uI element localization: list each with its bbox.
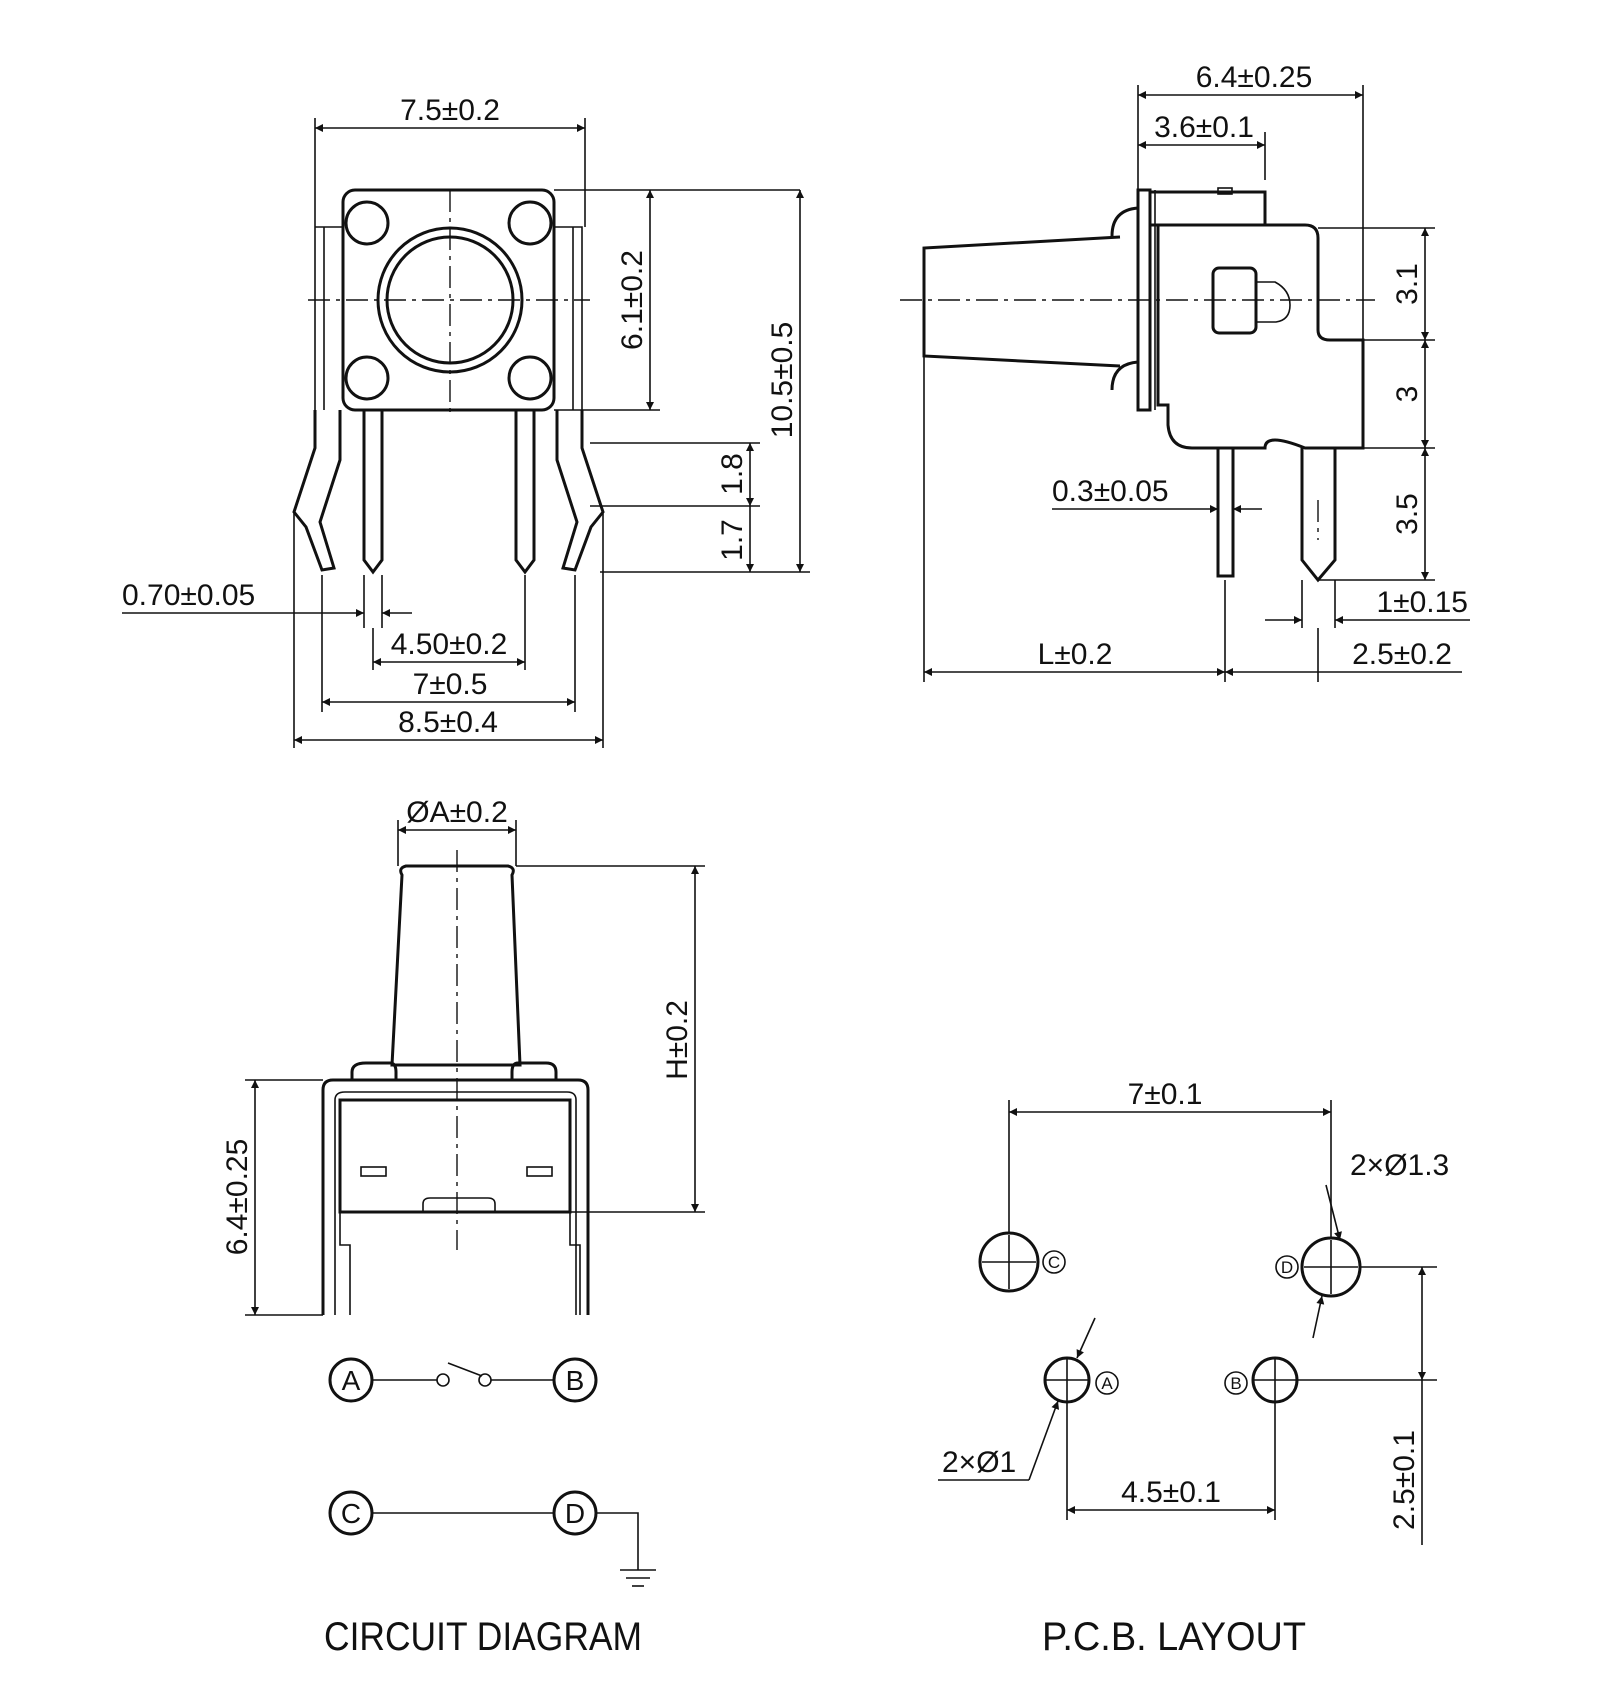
- dim-spacing-bottom: 4.5±0.1: [1121, 1476, 1221, 1509]
- nub-top: [1110, 206, 1139, 237]
- ground-wire: [596, 1512, 639, 1570]
- dim-lead-a: 1.8: [716, 453, 749, 495]
- dim-pin-pitch-outer: 8.5±0.4: [398, 706, 498, 739]
- top-view: ØA±0.2 H±0.2 6.4±0.25: [221, 796, 705, 1316]
- dim-h1: 3.1: [1391, 263, 1424, 305]
- dim-pin-width: 0.70±0.05: [122, 579, 255, 612]
- cap-right: [510, 1061, 558, 1080]
- node-d-label: D: [565, 1498, 585, 1529]
- cap-left: [350, 1061, 398, 1080]
- slot-right: [526, 1166, 553, 1177]
- dim-spacing-top: 7±0.1: [1128, 1078, 1203, 1111]
- pcb-label-c: C: [1048, 1253, 1060, 1272]
- corner-hole: [344, 200, 390, 246]
- outer-pin-left: [292, 410, 342, 572]
- node-c-label: C: [341, 1498, 361, 1529]
- dim-body-height: 6.1±0.2: [616, 250, 649, 350]
- dim-vertical: 2.5±0.1: [1388, 1430, 1421, 1530]
- dim-lead-b: 1.7: [716, 519, 749, 561]
- window-latch: [1256, 281, 1291, 323]
- housing-window: [1211, 266, 1258, 335]
- front-view: 7.5±0.2 6.1±0.2 10.5±0.5 1.8 1.7 0.70±0.…: [122, 94, 810, 748]
- dim-pin-width: 1±0.15: [1376, 586, 1468, 619]
- corner-hole: [507, 355, 553, 401]
- dim-depth-partial: 3.6±0.1: [1154, 111, 1254, 144]
- housing-body: [1156, 223, 1365, 450]
- dim-depth: 6.4±0.25: [221, 1139, 254, 1256]
- node-a-label: A: [342, 1365, 361, 1396]
- dim-h2: 3: [1391, 386, 1424, 403]
- housing-body: [338, 1098, 572, 1214]
- nub-bottom: [1110, 360, 1139, 391]
- dim-offset: 2.5±0.2: [1352, 638, 1452, 671]
- dim-depth-total: 6.4±0.25: [1196, 61, 1313, 94]
- top-rail: [1150, 190, 1267, 227]
- dim-width-top: 7.5±0.2: [400, 94, 500, 127]
- caption-circuit-diagram: CIRCUIT DIAGRAM: [324, 1615, 642, 1659]
- switch-contact: [447, 1362, 483, 1377]
- corner-hole: [507, 200, 553, 246]
- circuit-diagram: A B C D CIRCUIT DIAGRAM: [324, 1357, 656, 1659]
- inner-pin-right: [514, 410, 536, 575]
- corner-hole: [344, 355, 390, 401]
- side-frame: [314, 226, 583, 410]
- frame-plate: [1136, 188, 1152, 412]
- pcb-label-b: B: [1230, 1374, 1241, 1393]
- outer-pin-right: [555, 410, 605, 572]
- dim-length: L±0.2: [1038, 638, 1113, 671]
- dim-pin-pitch-inner: 4.50±0.2: [391, 628, 508, 661]
- plunger-outline: [390, 864, 522, 1067]
- side-frame-inner: [323, 227, 574, 410]
- dim-hole-large: 2×Ø1.3: [1350, 1149, 1449, 1182]
- inner-pin-left: [362, 410, 384, 575]
- frame-legs: [339, 1212, 581, 1315]
- slot-left: [360, 1166, 387, 1177]
- dim-hole-small: 2×Ø1: [942, 1446, 1016, 1479]
- dim-pin-thickness: 0.3±0.05: [1052, 475, 1169, 508]
- bottom-tab: [422, 1197, 496, 1212]
- dim-diameter: ØA±0.2: [406, 796, 508, 829]
- plunger-outline: [922, 235, 1121, 368]
- pcb-layout: C D A B 7±0.1 2×Ø1.3 2×Ø1 4.5±0.1: [938, 1078, 1449, 1659]
- pcb-label-d: D: [1281, 1258, 1293, 1277]
- caption-pcb-layout: P.C.B. LAYOUT: [1042, 1615, 1306, 1659]
- node-b-label: B: [566, 1365, 585, 1396]
- frame-outline: [321, 1078, 590, 1315]
- dim-height: H±0.2: [661, 1000, 694, 1080]
- side-view: 6.4±0.25 3.6±0.1 3.1 3 3.5 0.3±0.05 1±0.…: [900, 61, 1470, 682]
- dim-total-height: 10.5±0.5: [766, 322, 799, 439]
- pcb-label-a: A: [1101, 1374, 1113, 1393]
- frame-inner: [334, 1091, 577, 1315]
- ground-icon: [620, 1569, 656, 1587]
- dim-h3: 3.5: [1391, 493, 1424, 535]
- dim-pin-pitch-mid: 7±0.5: [413, 668, 488, 701]
- side-pin-thin: [1216, 446, 1235, 578]
